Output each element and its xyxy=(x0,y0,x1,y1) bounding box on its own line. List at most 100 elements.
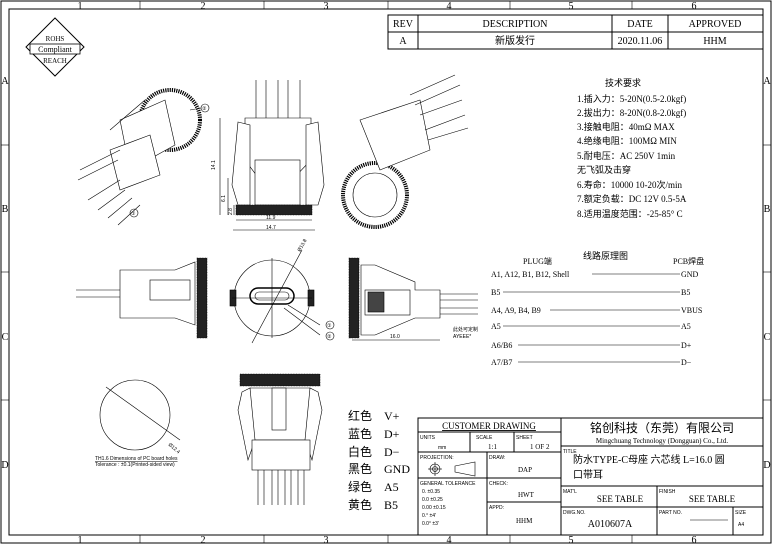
paper-size: A4 xyxy=(738,522,744,528)
svg-text:AYEEE*: AYEEE* xyxy=(453,334,471,340)
svg-text:Compliant: Compliant xyxy=(38,45,73,54)
svg-text:①: ① xyxy=(131,211,136,217)
tech-item: 6.寿命：10000 10-20次/min xyxy=(577,179,682,190)
svg-text:MAT'L: MAT'L xyxy=(563,489,577,495)
zone-row-b-right: B xyxy=(764,204,771,215)
description-header: DESCRIPTION xyxy=(482,19,547,30)
wire-plug: A6/B6 xyxy=(491,341,512,350)
top-view: Ø13.8 ① ② xyxy=(229,238,335,344)
zone-col-3-bottom: 3 xyxy=(324,535,329,544)
svg-text:红色: 红色 xyxy=(348,408,372,423)
side-view-left xyxy=(76,257,208,339)
rev-value: A xyxy=(399,36,407,47)
svg-text:②: ② xyxy=(202,106,207,112)
wire-pcb: VBUS xyxy=(681,306,702,315)
svg-text:DWG.NO.: DWG.NO. xyxy=(563,510,586,516)
tech-item: 3.接触电阻：40mΩ MAX xyxy=(577,121,675,132)
bottom-view xyxy=(237,373,323,505)
wire-length-note: 此处可定制 xyxy=(453,326,478,333)
svg-text:DRAW:: DRAW: xyxy=(489,455,505,461)
wire-plug: A4, A9, B4, B9 xyxy=(491,306,541,315)
svg-text:0.0 ±0.25: 0.0 ±0.25 xyxy=(422,497,443,503)
revision-table: REV DESCRIPTION DATE APPROVED A 新版发行 202… xyxy=(387,14,764,50)
tech-item: 1.插入力：5-20N(0.5-2.0kgf) xyxy=(577,93,686,104)
approved-by: HHM xyxy=(516,517,533,525)
dim-height-mid: 6.1 xyxy=(221,195,227,202)
zone-col-1-bottom: 1 xyxy=(78,535,83,544)
zone-row-b: B xyxy=(2,204,9,215)
wire-plug: A7/B7 xyxy=(491,358,512,367)
hole-tolerance: Tolerance : ±0.1(Printed-sided view) xyxy=(95,462,175,468)
zone-col-4: 4 xyxy=(447,1,452,12)
svg-text:TITLE: TITLE xyxy=(563,449,577,455)
zone-row-d-right: D xyxy=(763,460,770,471)
drawing-number: A010607A xyxy=(588,519,633,530)
dim-width-inner: 11.9 xyxy=(266,215,276,221)
svg-text:UNITS: UNITS xyxy=(420,435,436,441)
zone-row-a: A xyxy=(1,76,9,87)
description-value: 新版发行 xyxy=(495,34,535,47)
dim-length: 16.0 xyxy=(390,334,400,340)
front-view: 14.1 6.1 2.8 11.9 14.7 xyxy=(211,80,325,231)
svg-text:PROJECTION:: PROJECTION: xyxy=(420,455,454,461)
units-value: mm xyxy=(438,445,446,451)
svg-text:0.00 ±0.15: 0.00 ±0.15 xyxy=(422,505,446,511)
wire-pcb: B5 xyxy=(681,288,690,297)
hole-caption: TH1.6 Dimensions of PC board holes xyxy=(95,456,178,462)
tech-item: 8.适用温度范围：-25-85° C xyxy=(577,208,683,219)
svg-text:FINISH: FINISH xyxy=(659,489,676,495)
pcb-hole-view: Ø12.4 TH1.6 Dimensions of PC board holes… xyxy=(95,379,181,468)
svg-text:GENERAL TOLERANCE: GENERAL TOLERANCE xyxy=(420,481,476,487)
rohs-compliance-logo: ROHS Compliant REACH xyxy=(25,17,85,77)
side-view-right: 16.0 此处可定制 AYEEE* xyxy=(348,257,478,341)
dim-height-nut: 2.8 xyxy=(228,208,234,215)
rev-header: REV xyxy=(393,19,414,30)
svg-text:SHEET: SHEET xyxy=(516,435,533,441)
tech-item: 4.绝缘电阻：100MΩ MIN xyxy=(577,135,677,146)
zone-col-3: 3 xyxy=(324,1,329,12)
wire-pcb: GND xyxy=(681,270,699,279)
tech-item: 5.耐电压：AC 250V 1min xyxy=(577,150,676,161)
dim-diameter: Ø13.8 xyxy=(297,238,309,253)
svg-text:②: ② xyxy=(327,334,332,340)
checked-by: HWT xyxy=(518,491,535,499)
zone-col-6: 6 xyxy=(692,1,697,12)
scale-value: 1:1 xyxy=(488,443,497,451)
first-angle-projection-symbol xyxy=(428,461,476,477)
finish: SEE TABLE xyxy=(689,494,736,504)
svg-text:B5: B5 xyxy=(384,498,398,512)
date-header: DATE xyxy=(627,19,653,30)
svg-text:①: ① xyxy=(327,323,332,329)
zone-row-d: D xyxy=(1,460,8,471)
isometric-view-left: ② ① xyxy=(77,88,210,226)
wire-pcb: D+ xyxy=(681,341,692,350)
wire-plug: B5 xyxy=(491,288,500,297)
zone-col-6-bottom: 6 xyxy=(692,535,697,544)
tech-requirements: 技术要求 1.插入力：5-20N(0.5-2.0kgf) 2.拔出力：8-20N… xyxy=(577,77,687,219)
drawn-by: DAP xyxy=(518,466,532,474)
zone-col-2-bottom: 2 xyxy=(201,535,206,544)
svg-text:V+: V+ xyxy=(384,409,400,423)
sheet-value: 1 OF 2 xyxy=(530,443,550,451)
svg-text:A5: A5 xyxy=(384,480,399,494)
svg-text:GND: GND xyxy=(384,462,410,476)
approved-header: APPROVED xyxy=(689,19,742,30)
zone-row-c: C xyxy=(2,332,9,343)
company-name-cn: 铭创科技（东莞）有限公司 xyxy=(590,420,734,435)
plug-header: PLUG端 xyxy=(523,256,552,266)
svg-text:0.0° ±3': 0.0° ±3' xyxy=(422,521,439,527)
zone-col-5-bottom: 5 xyxy=(569,535,574,544)
svg-text:白色: 白色 xyxy=(348,444,372,459)
date-value: 2020.11.06 xyxy=(618,36,663,47)
svg-text:黑色: 黑色 xyxy=(348,462,372,476)
svg-text:0.° ±4': 0.° ±4' xyxy=(422,513,436,519)
wire-plug: A5 xyxy=(491,322,501,331)
svg-text:SIZE: SIZE xyxy=(735,510,747,516)
approved-value: HHM xyxy=(703,36,726,47)
wiring-diagram: 线路原理图 PLUG端 PCB焊盘 A1, A12, B1, B12, Shel… xyxy=(491,250,704,367)
svg-text:黄色: 黄色 xyxy=(348,498,372,512)
svg-text:ROHS: ROHS xyxy=(46,35,65,43)
zone-row-c-right: C xyxy=(764,332,771,343)
